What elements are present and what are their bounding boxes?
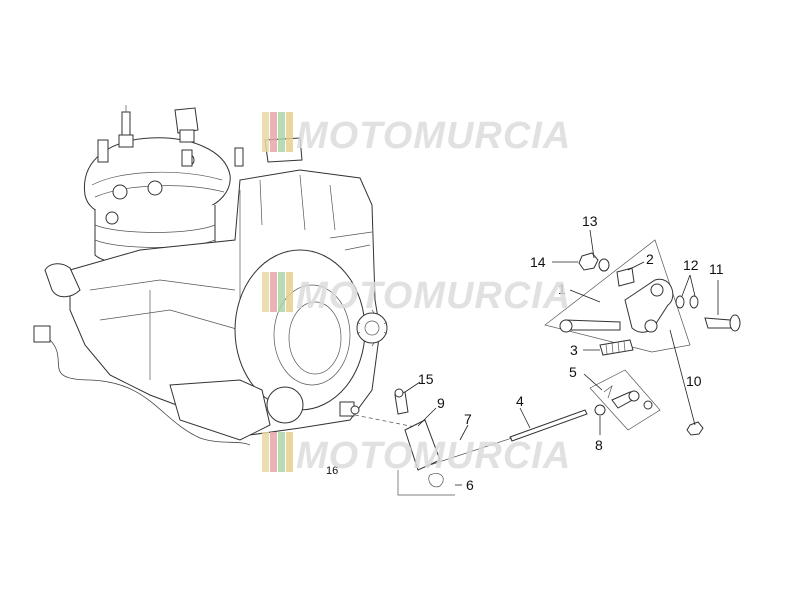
callout-3: 3 (570, 342, 578, 358)
callout-13: 13 (582, 213, 598, 229)
nut-icon (578, 252, 599, 271)
watermark-1: MOTOMURCIA (262, 112, 571, 157)
sprocket-icon (356, 309, 388, 347)
spark-plug-icon (118, 105, 134, 148)
callout-14: 14 (530, 254, 546, 270)
callout-6: 6 (466, 477, 474, 493)
watermark-3: MOTOMURCIA (262, 432, 571, 477)
group-outline-6 (397, 470, 455, 496)
callout-8: 8 (595, 437, 603, 453)
callout-11: 11 (709, 261, 724, 277)
watermark-text-2: MOTOMURCIA (296, 275, 571, 317)
callout-12: 12 (683, 257, 699, 273)
callout-labels: 1 2 3 4 5 6 7 8 9 10 11 12 13 14 15 16 (326, 213, 724, 493)
leader-lines (404, 229, 719, 486)
callout-9: 9 (437, 395, 445, 411)
callout-10: 10 (686, 373, 702, 389)
bolt-icon (599, 339, 634, 356)
callout-4: 4 (516, 393, 524, 409)
washer-icon (598, 258, 610, 272)
group-outline-5 (589, 369, 661, 431)
watermark-group: MOTOMURCIA MOTOMURCIA MOTOMURCIA (262, 112, 571, 477)
callout-5: 5 (569, 364, 577, 380)
watermark-2: MOTOMURCIA (262, 272, 571, 317)
callout-7: 7 (464, 411, 472, 427)
shift-linkage-parts (354, 239, 741, 496)
watermark-text-1: MOTOMURCIA (296, 115, 571, 157)
callout-16: 16 (326, 465, 338, 477)
callout-15: 15 (418, 371, 434, 387)
callout-2: 2 (646, 251, 654, 267)
callout-1: 1 (558, 281, 566, 297)
watermark-text-3: MOTOMURCIA (296, 435, 571, 477)
